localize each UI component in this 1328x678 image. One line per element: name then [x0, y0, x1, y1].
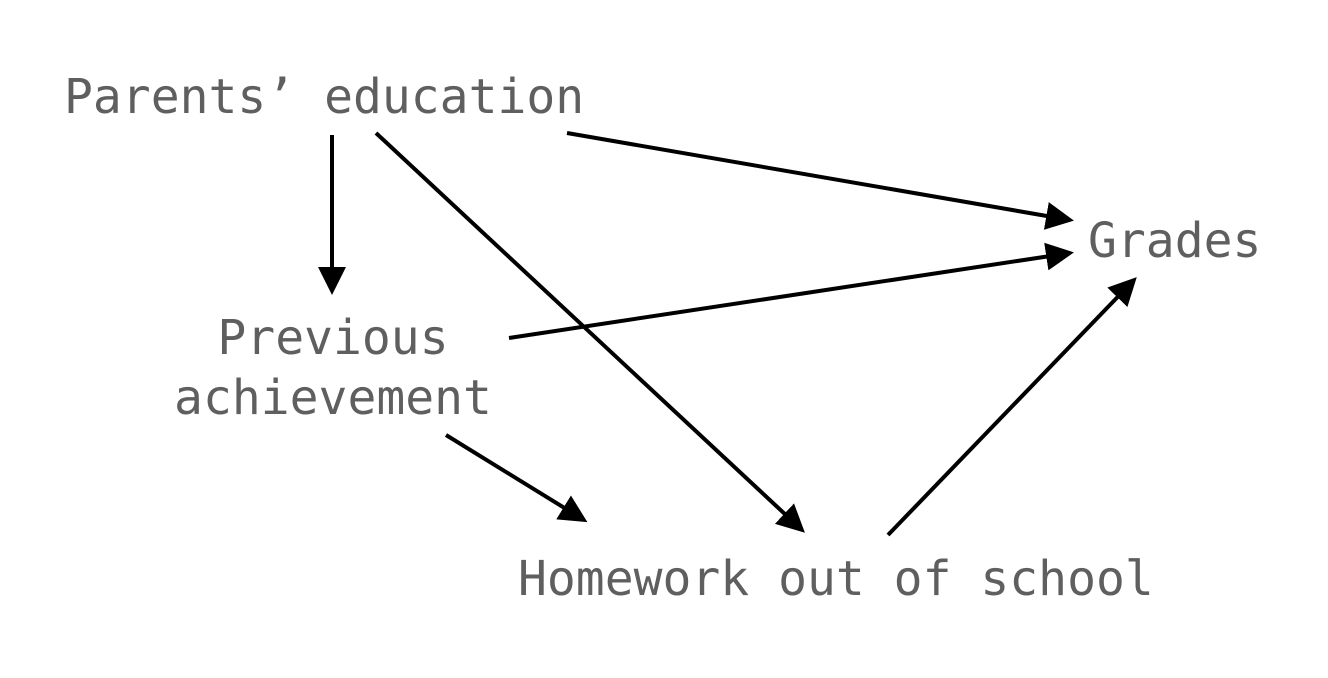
- edge-parents-to-grades: [566, 131, 1074, 230]
- node-previous-achievement-line2: achievement: [174, 370, 492, 426]
- node-parents-education: Parents’ education: [64, 69, 584, 125]
- node-grades: Grades: [1088, 213, 1261, 269]
- node-previous-achievement-line1: Previous: [217, 310, 448, 366]
- node-homework-out-of-school: Homework out of school: [518, 551, 1154, 607]
- edge-parents-to-homework: [374, 131, 805, 533]
- edge-previous-to-homework: [444, 433, 588, 523]
- edge-homework-to-grades: [886, 277, 1137, 537]
- edge-previous-to-grades: [508, 242, 1074, 340]
